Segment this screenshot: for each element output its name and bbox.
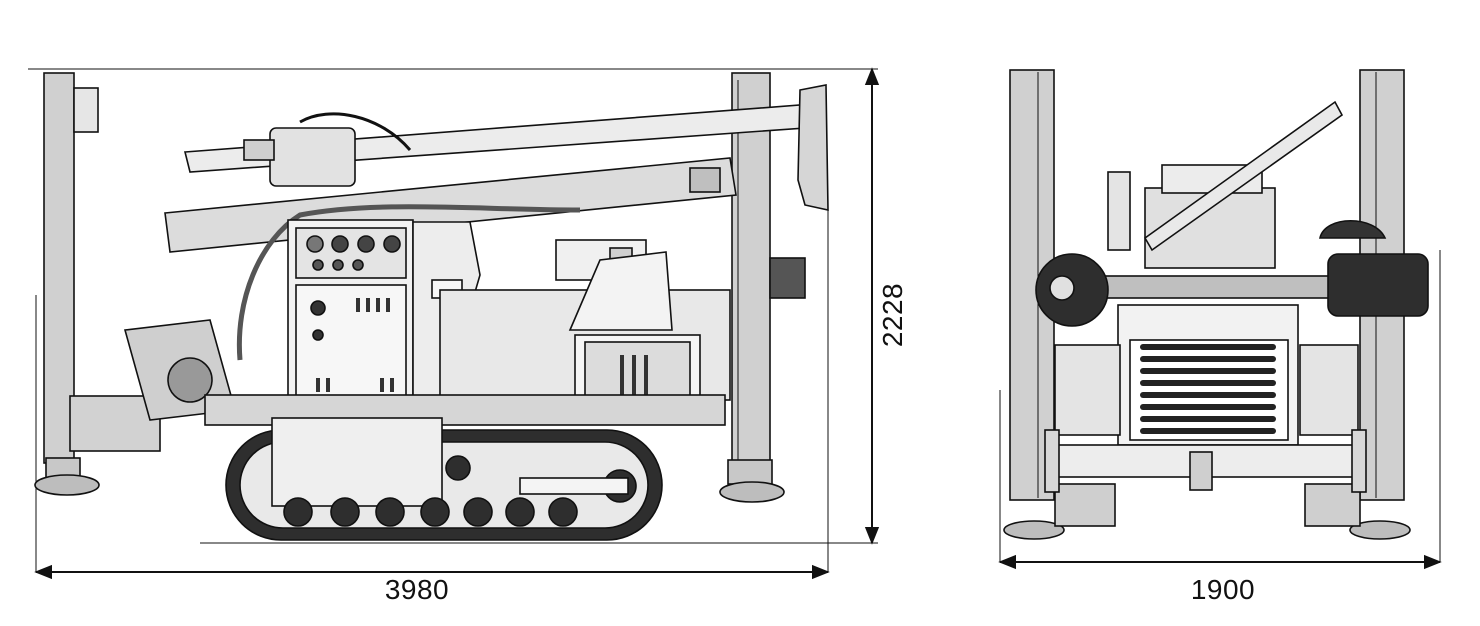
height-dimension-label: 2228	[877, 282, 908, 348]
drill-mast	[164, 84, 829, 253]
side-view	[28, 68, 878, 572]
length-dimension-label: 3980	[384, 574, 450, 605]
rear-beam	[1035, 253, 1429, 327]
control-panel	[287, 219, 481, 413]
engine-grille	[1054, 304, 1359, 446]
rotary-head	[243, 112, 412, 187]
width-dimension-label: 1900	[1190, 574, 1256, 605]
clamp-assembly	[69, 319, 237, 452]
right-outrigger-leg	[719, 72, 785, 503]
crawler-track	[225, 417, 663, 541]
hydraulic-hose	[236, 204, 581, 361]
left-outrigger-leg	[34, 72, 100, 496]
rear-lower-frame	[1044, 429, 1367, 493]
rear-top-machinery	[1107, 100, 1387, 269]
rear-view	[999, 69, 1441, 562]
